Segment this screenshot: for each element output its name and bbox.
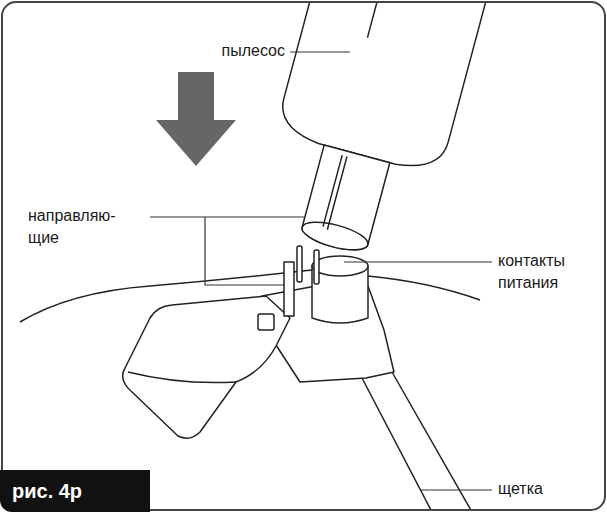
leader-line — [344, 261, 492, 262]
cable — [368, 276, 480, 300]
leader-line — [420, 489, 492, 490]
guide-rib — [284, 262, 294, 316]
guide-tab — [258, 314, 274, 330]
direction-arrow — [156, 72, 236, 166]
part-label: пылесос — [222, 40, 285, 62]
leader-line — [150, 216, 304, 217]
part-label: направляю- щие — [28, 205, 116, 248]
leader-line — [290, 51, 350, 52]
leader-line — [205, 217, 284, 285]
figure-caption: рис. 4р — [0, 470, 150, 512]
part-label: щетка — [498, 478, 543, 500]
brush-tail — [392, 372, 472, 510]
brush-edge — [128, 372, 236, 383]
brush-head — [123, 296, 290, 438]
brush-collar-top — [312, 256, 368, 276]
vacuum — [250, 2, 500, 269]
power-pin — [314, 250, 319, 284]
part-label: контакты питания — [498, 250, 565, 293]
power-pin — [297, 246, 302, 282]
